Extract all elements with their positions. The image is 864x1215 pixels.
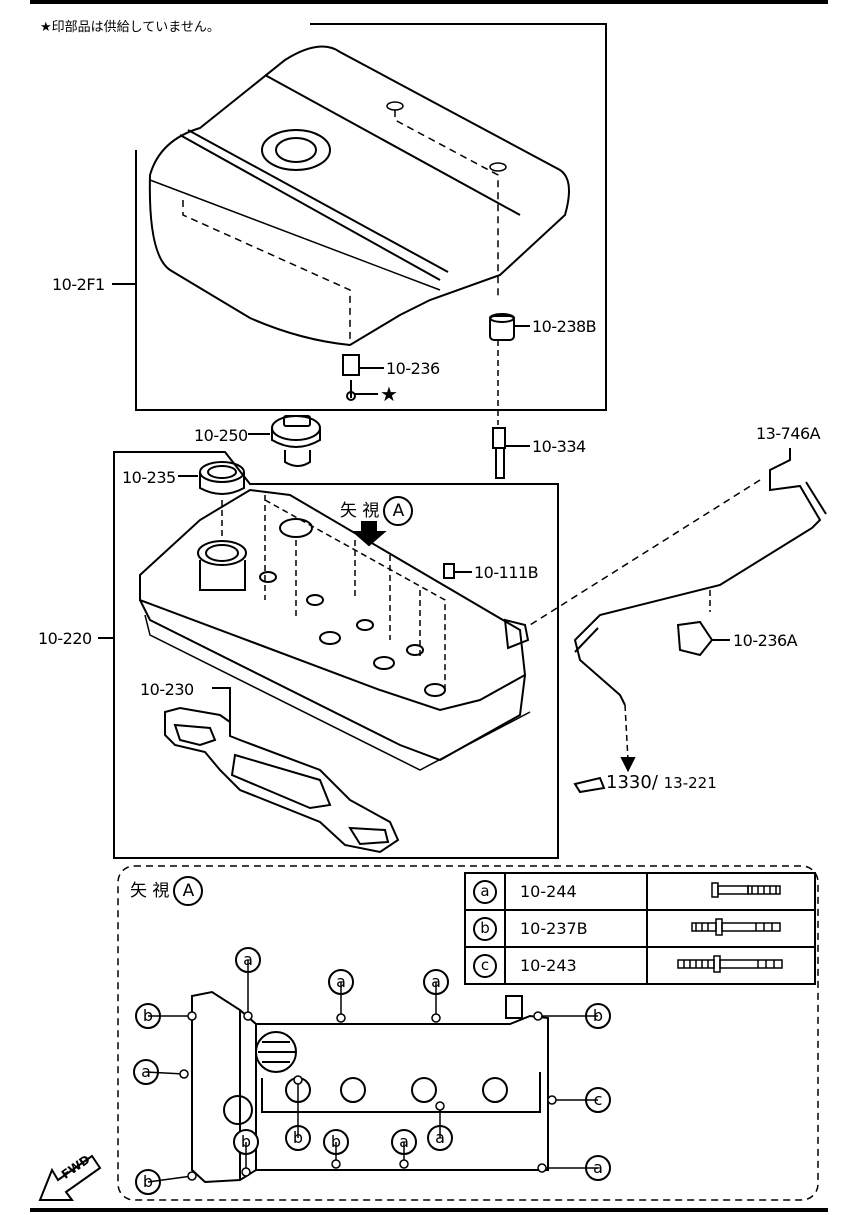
bolt-hole	[399, 1159, 409, 1169]
bolt-leader	[147, 1175, 193, 1183]
cover-box	[113, 451, 559, 859]
ref-link[interactable]: 1330/ 13-221	[606, 772, 717, 793]
label-cap: 10-250	[194, 426, 248, 445]
ref-main: 1330	[606, 772, 652, 793]
label-star: ★	[380, 382, 398, 406]
bolt-leader	[145, 1071, 185, 1075]
label-grommet: 10-238B	[532, 317, 597, 336]
bolt-hole	[533, 1011, 543, 1021]
legend-part: 10-244	[504, 872, 648, 911]
legend-key: b	[473, 916, 497, 941]
bolt-hole	[179, 1069, 189, 1079]
fwd-arrow-icon	[38, 1154, 102, 1201]
bolt-hole	[336, 1013, 346, 1023]
bolt-hole	[187, 1171, 197, 1181]
legend-bolt-image	[646, 872, 816, 911]
gasket-drawing	[164, 687, 400, 854]
label-stud: 10-334	[532, 437, 586, 456]
label-gasket: 10-230	[140, 680, 194, 699]
legend-key: a	[473, 879, 497, 904]
label-cover: 10-2F1	[52, 275, 105, 294]
view-arrow	[351, 521, 387, 547]
label-clip: 10-236	[386, 359, 440, 378]
legend-bolt-image	[646, 909, 816, 948]
legend-row: b 10-237B	[464, 909, 816, 948]
label-clamp: 10-236A	[733, 631, 798, 650]
bottom-rule	[30, 1208, 828, 1212]
view-a-callout-text: 矢 視	[340, 501, 380, 521]
bolt-hole	[187, 1011, 197, 1021]
clamp-drawing	[676, 620, 730, 657]
bolt-hole	[331, 1159, 341, 1169]
legend-row: c 10-243	[464, 946, 816, 985]
ref-pointer-icon	[573, 776, 606, 794]
bolt-hole	[293, 1075, 303, 1085]
engine-cover-drawing	[148, 45, 570, 347]
seal-drawing	[178, 461, 245, 495]
view-a-title-text: 矢 視	[130, 881, 170, 901]
bolt-hole	[435, 1101, 445, 1111]
cover-frame	[135, 23, 607, 411]
label-seal: 10-235	[122, 468, 176, 487]
legend-key: c	[473, 953, 497, 978]
label-bolt: 10-111B	[474, 563, 539, 582]
head-cover-drawing	[139, 488, 531, 771]
bolt-legend-table: a 10-244 b 10-237B c 10-243	[464, 872, 816, 985]
legend-part: 10-237B	[504, 909, 648, 948]
bolt-hole	[431, 1013, 441, 1023]
stud-drawing	[492, 340, 506, 479]
hose-drawing	[529, 448, 827, 773]
bolt-hole	[243, 1011, 253, 1021]
oil-cap-drawing	[248, 415, 321, 467]
note-text: ★印部品は供給していません。	[40, 20, 220, 35]
view-a-title-letter: A	[173, 876, 204, 906]
grommet-drawing	[489, 313, 515, 341]
bolt-drawing	[443, 563, 472, 579]
legend-part: 10-243	[504, 946, 648, 985]
clip-drawing	[342, 354, 360, 401]
top-rule	[30, 0, 828, 4]
bolt-hole	[537, 1163, 547, 1173]
bolt-hole	[547, 1095, 557, 1105]
ref-sep: /	[651, 772, 658, 793]
ref-sub: 13-221	[663, 774, 717, 792]
label-hose: 13-746A	[756, 424, 821, 443]
view-a-callout-letter: A	[383, 496, 414, 526]
legend-row: a 10-244	[464, 872, 816, 911]
view-a-frame	[117, 865, 819, 1201]
bolt-hole	[241, 1167, 251, 1177]
label-head-cover: 10-220	[38, 629, 92, 648]
legend-bolt-image	[646, 946, 816, 985]
